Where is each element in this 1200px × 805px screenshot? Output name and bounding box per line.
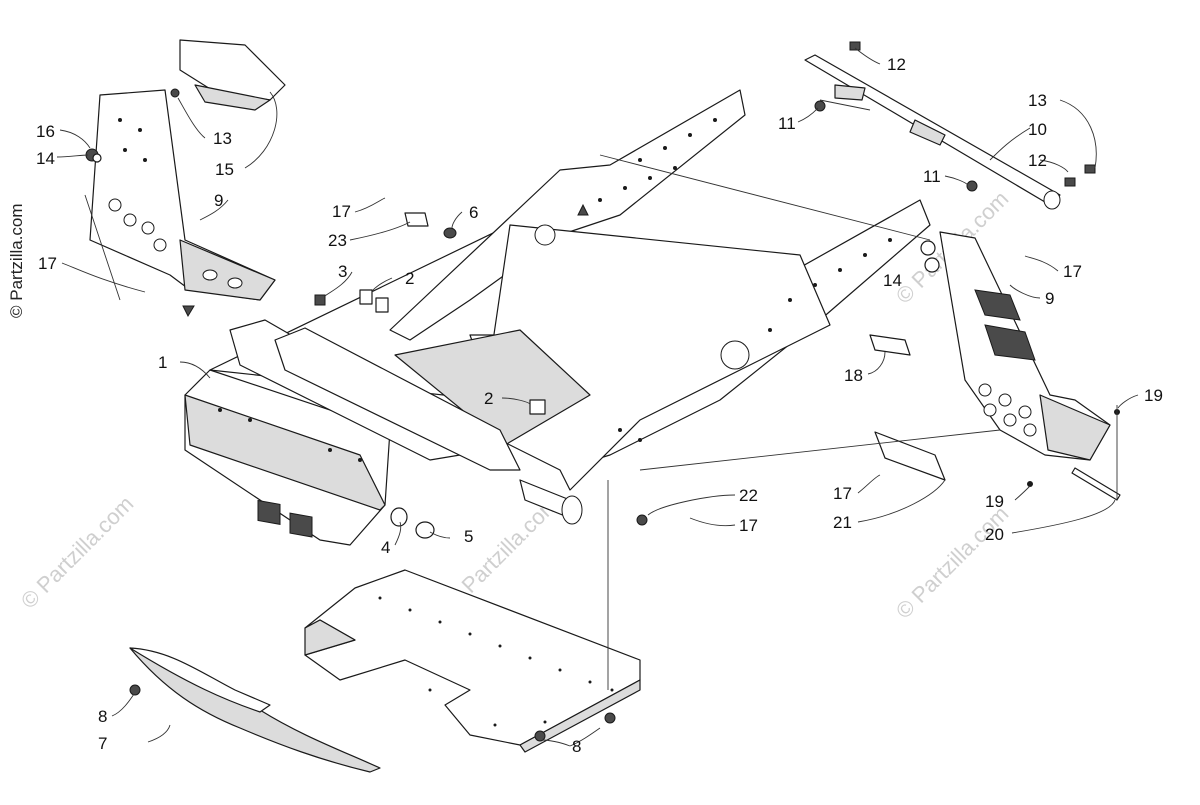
callout-8: 8 xyxy=(572,737,581,756)
watermark: © Partzilla.com xyxy=(891,501,1014,624)
callout-9: 9 xyxy=(1045,289,1054,308)
left-footrest xyxy=(89,39,286,318)
callout-13: 13 xyxy=(213,129,232,148)
right-footrest xyxy=(869,231,1121,501)
front-skid-plate xyxy=(129,647,381,773)
right-footrest-grid xyxy=(974,289,1036,361)
callout-17: 17 xyxy=(1063,262,1082,281)
callouts: 1 2 2 3 4 5 6 7 8 8 9 9 10 11 11 12 12 1… xyxy=(36,55,1163,756)
callout-20: 20 xyxy=(985,525,1004,544)
callout-22: 22 xyxy=(739,486,758,505)
callout-9: 9 xyxy=(214,191,223,210)
callout-16: 16 xyxy=(36,122,55,141)
callout-17: 17 xyxy=(332,202,351,221)
callout-23: 23 xyxy=(328,231,347,250)
callout-3: 3 xyxy=(338,262,347,281)
callout-1: 1 xyxy=(158,353,167,372)
assembly-lines xyxy=(84,99,1118,690)
callout-2: 2 xyxy=(484,389,493,408)
callout-14: 14 xyxy=(883,271,902,290)
callout-12: 12 xyxy=(1028,151,1047,170)
steering-support-tube xyxy=(804,54,1061,210)
callout-19: 19 xyxy=(1144,386,1163,405)
callout-7: 7 xyxy=(98,734,107,753)
frame-holes xyxy=(218,118,892,462)
hardware xyxy=(85,41,1120,742)
callout-14: 14 xyxy=(36,149,55,168)
callout-5: 5 xyxy=(464,527,473,546)
direction-markers xyxy=(577,203,589,216)
main-chassis-frame xyxy=(184,89,931,546)
callout-17: 17 xyxy=(739,516,758,535)
callout-19: 19 xyxy=(985,492,1004,511)
right-footrest-holes xyxy=(978,383,1037,437)
left-footrest-holes xyxy=(108,118,243,289)
callout-6: 6 xyxy=(469,203,478,222)
watermark: © Partzilla.com xyxy=(16,491,139,614)
callout-leaders xyxy=(56,47,1139,747)
callout-4: 4 xyxy=(381,538,390,557)
pan-rivets xyxy=(378,596,614,727)
callout-13: 13 xyxy=(1028,91,1047,110)
callout-11: 11 xyxy=(778,114,796,133)
callout-10: 10 xyxy=(1028,120,1047,139)
callout-17: 17 xyxy=(833,484,852,503)
callout-11: 11 xyxy=(923,167,941,186)
callout-17: 17 xyxy=(38,254,57,273)
callout-18: 18 xyxy=(844,366,863,385)
callout-2: 2 xyxy=(405,269,414,288)
belly-pan xyxy=(304,569,641,753)
callout-12: 12 xyxy=(887,55,906,74)
side-watermark: © Partzilla.com xyxy=(7,203,26,318)
callout-15: 15 xyxy=(215,160,234,179)
callout-21: 21 xyxy=(833,513,852,532)
callout-8: 8 xyxy=(98,707,107,726)
